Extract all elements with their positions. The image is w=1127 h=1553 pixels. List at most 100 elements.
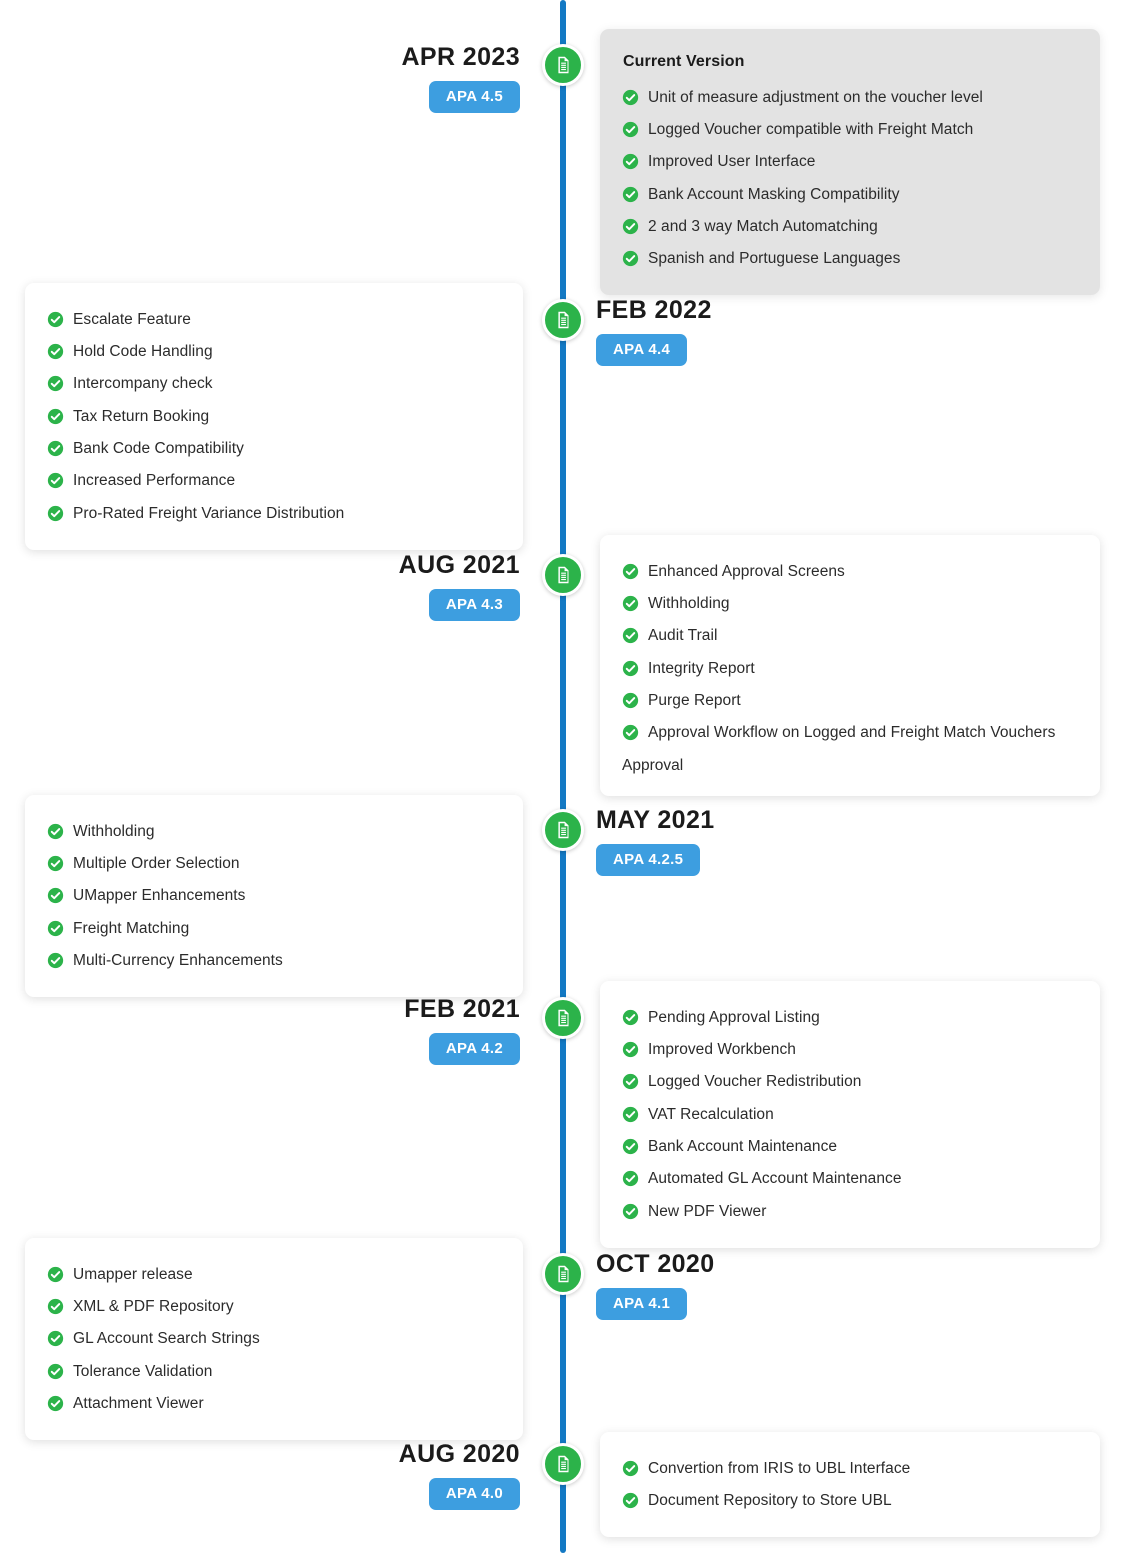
feature-item: UMapper Enhancements [47,880,499,912]
version-badge-apa-4-0[interactable]: APA 4.0 [428,1477,520,1510]
check-circle-icon [47,472,64,489]
check-circle-icon [622,1170,639,1187]
feature-label: Bank Account Masking Compatibility [648,185,900,203]
feature-item: Withholding [47,815,499,847]
feature-item: Automated GL Account Maintenance [622,1163,1076,1195]
check-circle-icon [47,1363,64,1380]
feature-label: Umapper release [73,1265,193,1283]
check-circle-icon [622,186,639,203]
feature-label: GL Account Search Strings [73,1330,260,1348]
version-badge-apa-4-1[interactable]: APA 4.1 [596,1287,688,1320]
feature-item: Logged Voucher compatible with Freight M… [622,113,1076,145]
check-circle-icon [622,121,639,138]
feature-item: Tax Return Booking [47,400,499,432]
check-circle-icon [622,153,639,170]
document-icon [552,1007,574,1029]
check-circle-icon [47,1266,64,1283]
check-circle-icon [47,343,64,360]
feature-item: Pending Approval Listing [622,1001,1076,1033]
version-badge-apa-4-3[interactable]: APA 4.3 [428,588,520,621]
feature-label: VAT Recalculation [648,1105,774,1123]
version-badge-apa-4-5[interactable]: APA 4.5 [428,80,520,113]
feature-label: Document Repository to Store UBL [648,1491,892,1509]
check-circle-icon [47,375,64,392]
feature-label: Bank Account Maintenance [648,1138,838,1155]
check-circle-icon [622,660,639,677]
document-icon [552,564,574,586]
feature-label: Purge Report [648,692,741,709]
feature-label: Escalate Feature [73,310,191,328]
feature-item: XML & PDF Repository [47,1290,499,1322]
feature-item: New PDF Viewer [622,1195,1076,1227]
feature-label: Withholding [648,594,730,612]
feature-item: Convertion from IRIS to UBL Interface [622,1452,1076,1484]
date-label: AUG 2021 [398,551,520,579]
feature-label: Approval Workflow on Logged and Freight … [648,724,1056,742]
date-label: AUG 2020 [398,1440,520,1468]
check-circle-icon [47,887,64,904]
feature-label: Pro-Rated Freight Variance Distribution [73,504,345,522]
feature-label: Attachment Viewer [73,1395,204,1412]
feature-item: Audit Trail [622,620,1076,652]
version-badge-apa-4-2-5[interactable]: APA 4.2.5 [596,843,701,876]
feature-item: Bank Code Compatibility [47,433,499,465]
feature-item: Approval Workflow on Logged and Freight … [622,717,1076,749]
feature-item: Umapper release [47,1258,499,1290]
feature-label: Integrity Report [648,659,755,677]
feature-item: Multiple Order Selection [47,847,499,879]
feature-item: Increased Performance [47,465,499,497]
version-badge-apa-4-2[interactable]: APA 4.2 [428,1032,520,1065]
feature-item: Bank Account Masking Compatibility [622,178,1076,210]
feature-label: Pending Approval Listing [648,1008,820,1026]
check-circle-icon [47,1330,64,1347]
milestone-marker-apa-4-1 [542,1253,584,1295]
date-label: FEB 2022 [596,296,712,324]
feature-item: Improved User Interface [622,146,1076,178]
feature-item: Multi-Currency Enhancements [47,945,499,977]
feature-item: Improved Workbench [622,1033,1076,1065]
version-badge-apa-4-4[interactable]: APA 4.4 [596,333,688,366]
check-circle-icon [622,1073,639,1090]
check-circle-icon [47,505,64,522]
document-icon [552,819,574,841]
feature-item: 2 and 3 way Match Automatching [622,211,1076,243]
check-circle-icon [622,692,639,709]
document-icon [552,309,574,331]
check-circle-icon [47,1395,64,1412]
check-circle-icon [622,218,639,235]
feature-label: Improved Workbench [648,1040,796,1058]
milestone-marker-apa-4-2 [542,997,584,1039]
date-label: MAY 2021 [596,806,715,834]
document-icon [552,1453,574,1475]
check-circle-icon [47,952,64,969]
check-circle-icon [47,408,64,425]
check-circle-icon [622,595,639,612]
feature-label: Intercompany check [73,375,213,393]
check-circle-icon [622,1492,639,1509]
feature-label: New PDF Viewer [648,1202,767,1220]
card-title: Current Version [623,53,745,70]
feature-item: Spanish and Portuguese Languages [622,243,1076,275]
milestone-marker-apa-4-2-5 [542,809,584,851]
check-circle-icon [622,563,639,580]
feature-item: VAT Recalculation [622,1098,1076,1130]
feature-label: Withholding [73,822,155,840]
feature-item: Intercompany check [47,368,499,400]
feature-label: Hold Code Handling [73,342,213,360]
feature-label: Unit of measure adjustment on the vouche… [648,88,983,106]
feature-item: Bank Account Maintenance [622,1131,1076,1163]
feature-label: Improved User Interface [648,153,816,171]
